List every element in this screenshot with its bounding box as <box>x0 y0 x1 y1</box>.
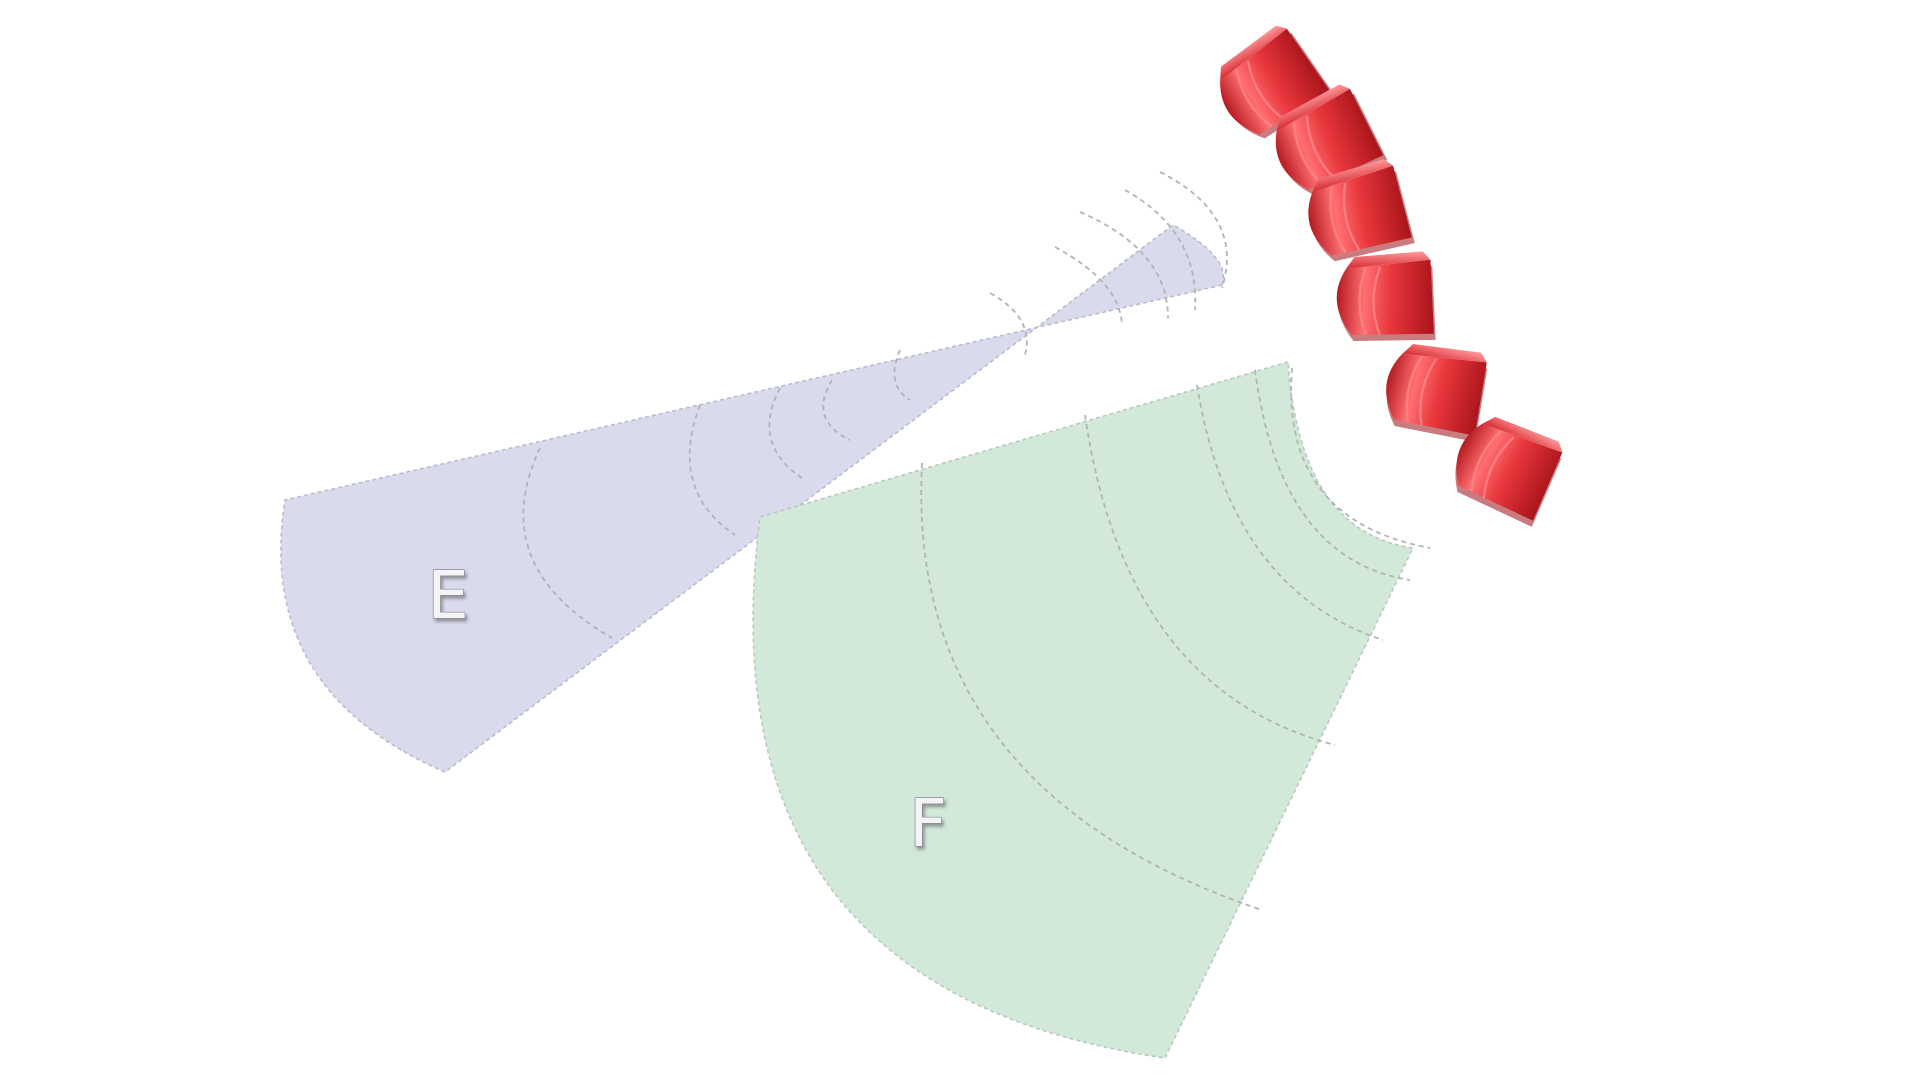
speaker-cabinet <box>1386 343 1488 442</box>
speaker-cabinet <box>1455 416 1563 527</box>
zone-label-e: E <box>427 557 469 634</box>
line-array-speaker <box>1220 25 1563 527</box>
speaker-cabinet <box>1308 159 1415 262</box>
wavefronts-zone-f <box>920 367 1431 911</box>
speaker-cabinet <box>1336 251 1436 341</box>
wavefronts-zone-e <box>522 171 1228 639</box>
coverage-zone-e <box>280 224 1225 773</box>
speaker-cabinet <box>1220 25 1334 139</box>
zone-label-f: F <box>909 785 947 862</box>
coverage-zone-f <box>752 360 1415 1059</box>
